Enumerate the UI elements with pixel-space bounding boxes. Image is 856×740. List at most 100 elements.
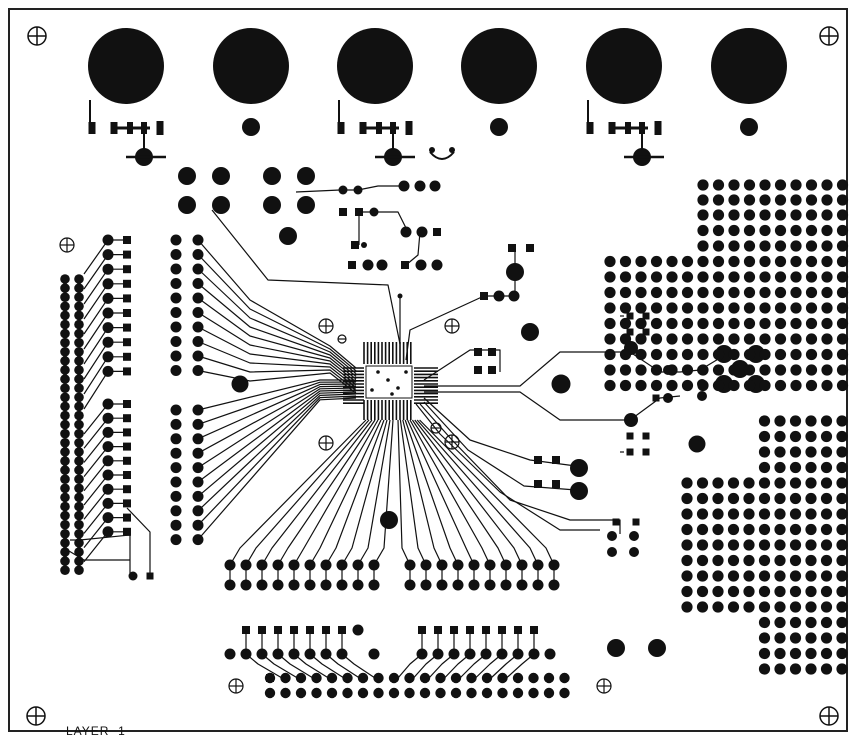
pad xyxy=(666,333,678,345)
square-pad xyxy=(652,394,660,402)
pad xyxy=(74,547,84,557)
pad xyxy=(681,364,694,376)
pad xyxy=(774,647,786,660)
pad xyxy=(60,529,70,539)
pad xyxy=(789,601,802,613)
pad xyxy=(836,224,849,237)
pad xyxy=(805,348,818,361)
pad xyxy=(727,477,740,489)
pad xyxy=(712,601,724,613)
pad xyxy=(774,317,787,330)
pad xyxy=(805,194,818,206)
pad xyxy=(74,374,84,384)
pad xyxy=(789,570,802,582)
pad xyxy=(681,585,693,598)
pad xyxy=(60,428,70,439)
trace xyxy=(293,653,329,679)
trace xyxy=(83,297,127,335)
pad xyxy=(790,271,802,283)
square-pad xyxy=(534,456,542,464)
pad xyxy=(805,477,817,489)
smd-pad xyxy=(376,122,382,134)
pad xyxy=(712,554,724,567)
trace xyxy=(83,531,127,563)
pad xyxy=(821,286,833,299)
pad xyxy=(619,317,632,330)
pad xyxy=(821,317,833,330)
pad xyxy=(650,317,663,330)
square-pad xyxy=(612,518,620,526)
pad xyxy=(820,523,833,536)
pad xyxy=(170,249,182,260)
pad xyxy=(74,274,84,284)
pad xyxy=(712,271,725,283)
pad xyxy=(635,379,647,392)
pad xyxy=(836,240,849,252)
pad xyxy=(805,209,818,221)
pad xyxy=(790,209,802,221)
pad xyxy=(373,672,384,684)
pad xyxy=(805,492,817,505)
square-pad xyxy=(534,480,542,488)
pad xyxy=(604,271,616,283)
trace xyxy=(325,419,385,566)
pad xyxy=(74,347,84,357)
pad xyxy=(821,364,833,376)
pad xyxy=(74,283,84,293)
pad xyxy=(681,302,694,314)
trace xyxy=(83,254,127,290)
trace xyxy=(197,381,357,425)
pad xyxy=(758,554,771,567)
pad xyxy=(821,348,833,361)
smd-pad xyxy=(156,121,164,135)
pad xyxy=(400,226,412,238)
pad xyxy=(836,616,848,629)
trace xyxy=(83,516,127,548)
pad xyxy=(263,167,281,185)
pad xyxy=(60,447,70,457)
pad xyxy=(836,317,849,330)
pad xyxy=(836,446,848,458)
pad xyxy=(774,477,786,489)
pad xyxy=(789,523,802,536)
pad xyxy=(727,570,740,582)
pad xyxy=(789,446,802,458)
square-pad xyxy=(474,348,482,356)
pad xyxy=(712,477,724,489)
trace xyxy=(407,419,475,566)
pad xyxy=(74,310,84,321)
pad xyxy=(728,286,740,299)
pad xyxy=(743,554,755,567)
pad xyxy=(805,430,817,443)
pad xyxy=(380,511,398,529)
pad xyxy=(60,565,70,575)
pad xyxy=(743,209,756,221)
pad xyxy=(774,632,786,644)
pad xyxy=(650,379,663,392)
pad xyxy=(170,321,182,333)
pad xyxy=(743,317,756,330)
pad xyxy=(759,209,771,221)
pad xyxy=(326,687,338,699)
pad xyxy=(743,523,755,536)
pad xyxy=(386,378,390,382)
pad xyxy=(790,348,802,361)
large-pads xyxy=(88,28,787,136)
pad xyxy=(697,224,709,237)
pad xyxy=(295,687,307,699)
pad xyxy=(604,255,616,268)
pad xyxy=(743,179,756,191)
pad xyxy=(789,616,802,629)
trace xyxy=(424,391,681,421)
pad xyxy=(759,255,771,268)
pad xyxy=(836,585,848,598)
trace xyxy=(83,356,127,395)
trace xyxy=(325,653,360,679)
pad xyxy=(663,393,673,403)
fiducials xyxy=(59,237,612,694)
pad xyxy=(681,492,693,505)
pad xyxy=(697,286,709,299)
trace xyxy=(413,653,439,679)
trace xyxy=(197,391,357,497)
pad xyxy=(170,505,182,517)
